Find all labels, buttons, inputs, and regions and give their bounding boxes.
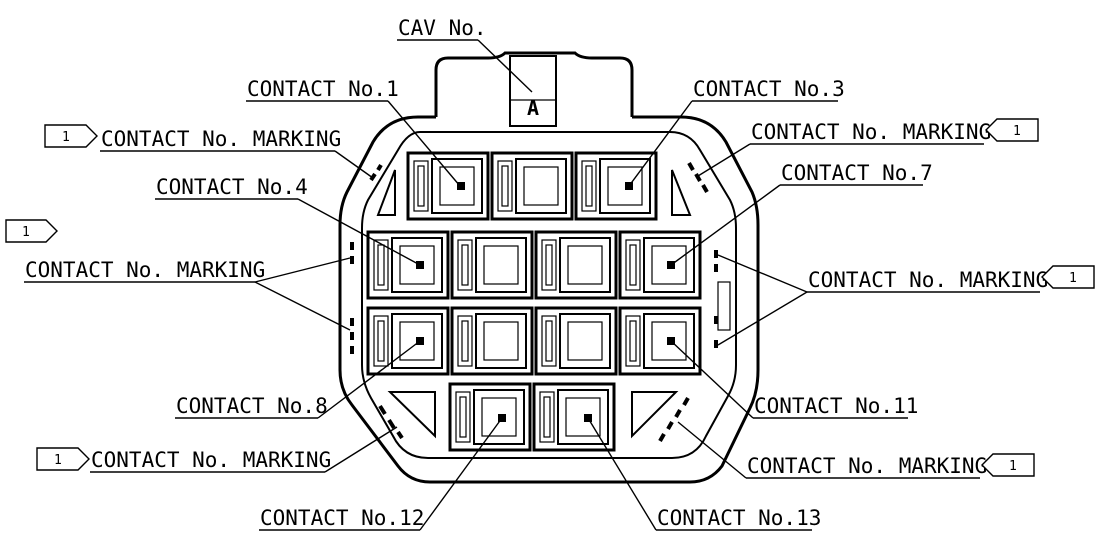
marking-flag-upper-left: 1 (44, 124, 98, 148)
cavity-row-1 (406, 151, 658, 221)
marking-flag-left-middle: 1 (5, 219, 58, 243)
contact-13-label: CONTACT No.13 (657, 506, 821, 530)
marking-label-right-middle: CONTACT No. MARKING (808, 268, 1048, 292)
flag-number: 1 (1009, 459, 1017, 474)
cavity-10 (534, 306, 618, 376)
cavity-row-3 (366, 306, 702, 376)
cavity-5 (450, 230, 534, 300)
key-triangle-top-left (376, 169, 396, 216)
marking-flag-lower-left: 1 (36, 447, 90, 471)
marking-label-left-middle: CONTACT No. MARKING (25, 258, 265, 282)
contact-12-label: CONTACT No.12 (260, 506, 424, 530)
marking-flag-lower-right: 1 (981, 453, 1035, 477)
cavity-8 (366, 306, 450, 376)
contact-1-label: CONTACT No.1 (247, 77, 399, 101)
contact-4-label: CONTACT No.4 (156, 175, 308, 199)
contact-8-label: CONTACT No.8 (176, 394, 328, 418)
cavity-row-4 (448, 382, 616, 452)
flag-number: 1 (22, 225, 30, 240)
cavity-4 (366, 230, 450, 300)
cav-letter: A (527, 96, 539, 120)
cav-no-label: CAV No. (398, 16, 487, 40)
cavity-13 (532, 382, 616, 452)
contact-7-label: CONTACT No.7 (781, 161, 933, 185)
key-triangle-bottom-right (631, 391, 679, 439)
key-triangle-top-right (671, 169, 692, 216)
contact-11-label: CONTACT No.11 (754, 394, 918, 418)
flag-number: 1 (1069, 271, 1077, 286)
cavity-1 (406, 151, 490, 221)
connector-housing (338, 51, 760, 484)
cavity-7 (618, 230, 702, 300)
marking-flag-upper-right: 1 (985, 118, 1039, 142)
cavity-3 (574, 151, 658, 221)
key-triangle-bottom-left (387, 391, 436, 439)
marking-flag-right-middle: 1 (1041, 265, 1095, 289)
cavity-2 (490, 151, 574, 221)
cavity-9 (450, 306, 534, 376)
marking-label-lower-left: CONTACT No. MARKING (91, 448, 331, 472)
cavity-6 (534, 230, 618, 300)
contact-3-label: CONTACT No.3 (693, 77, 845, 101)
cavity-row-2 (366, 230, 702, 300)
marking-label-upper-left: CONTACT No. MARKING (101, 127, 341, 151)
marking-label-upper-right: CONTACT No. MARKING (751, 120, 991, 144)
cavity-11 (618, 306, 702, 376)
marking-dashes (350, 162, 718, 442)
cavity-grid (366, 151, 702, 452)
housing-outline (338, 115, 760, 484)
flag-number: 1 (62, 130, 70, 145)
cavity-12 (448, 382, 532, 452)
flag-number: 1 (1013, 124, 1021, 139)
flag-number: 1 (54, 453, 62, 468)
marking-label-lower-right: CONTACT No. MARKING (747, 454, 987, 478)
